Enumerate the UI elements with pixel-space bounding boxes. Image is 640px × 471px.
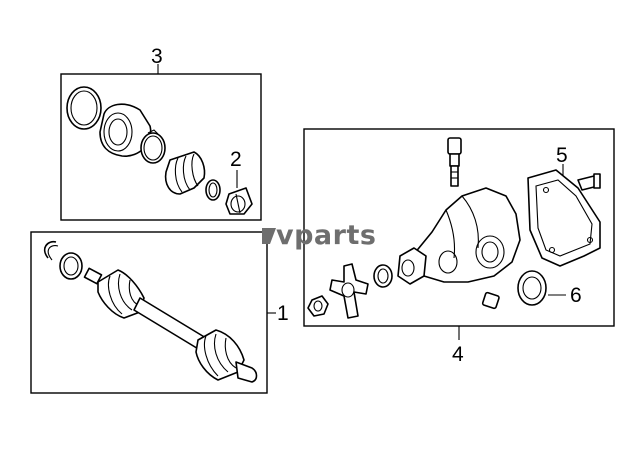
vent-cap bbox=[447, 137, 462, 155]
spline-stub bbox=[83, 267, 103, 285]
callout-3: 3 bbox=[151, 45, 163, 68]
inner-stub bbox=[235, 361, 258, 383]
small-clamp bbox=[205, 179, 221, 201]
cv-boot-kit-box bbox=[60, 73, 262, 221]
watermark-mark-icon bbox=[262, 228, 276, 244]
differential-parts bbox=[307, 137, 601, 319]
drive-flange bbox=[329, 263, 369, 319]
boot-clamp bbox=[140, 132, 166, 164]
callout-6: 6 bbox=[570, 284, 582, 307]
axle-shaft-parts bbox=[43, 240, 258, 383]
watermark-logo: vparts bbox=[262, 220, 376, 251]
drain-plug bbox=[481, 291, 500, 310]
side-seal bbox=[517, 270, 547, 306]
callout-1: 1 bbox=[277, 302, 289, 325]
callout-2: 2 bbox=[230, 148, 242, 171]
half-shaft bbox=[133, 297, 207, 351]
o-ring bbox=[66, 86, 102, 130]
callout-5: 5 bbox=[556, 144, 568, 167]
cv-boot bbox=[164, 151, 206, 195]
callout-4: 4 bbox=[452, 343, 464, 366]
snap-ring bbox=[43, 240, 57, 259]
vent-body bbox=[450, 165, 459, 187]
axle-nut bbox=[225, 187, 253, 215]
vent-stem bbox=[449, 153, 460, 167]
watermark-text: vparts bbox=[276, 220, 376, 251]
pinion-seal bbox=[373, 264, 393, 288]
flange-nut bbox=[307, 295, 329, 317]
rear-cover bbox=[527, 169, 601, 267]
boot-kit-parts bbox=[66, 86, 253, 215]
bolt-head bbox=[593, 173, 601, 189]
differential-housing bbox=[413, 187, 521, 283]
